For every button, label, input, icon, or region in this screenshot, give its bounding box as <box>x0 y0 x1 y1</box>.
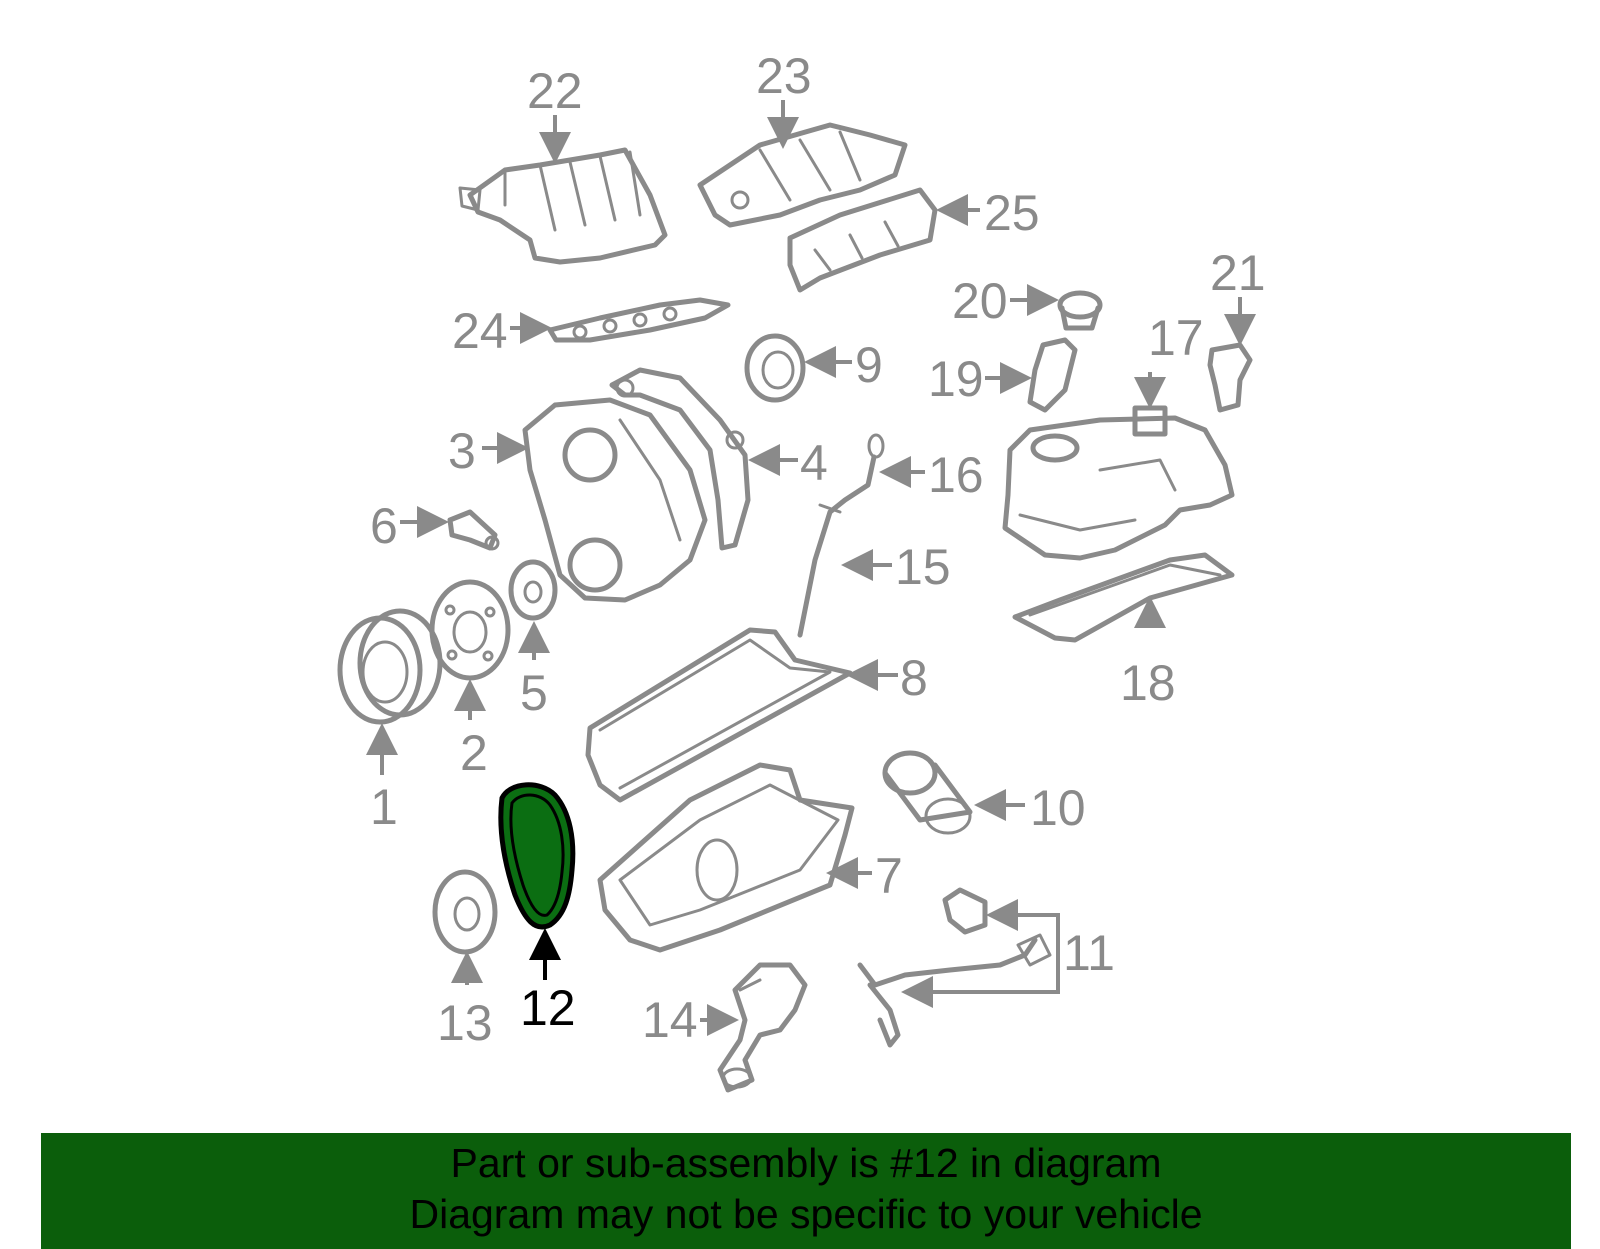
callout-10: 10 <box>1030 780 1086 836</box>
callout-4: 4 <box>800 435 828 491</box>
part-damper[interactable] <box>429 579 511 681</box>
part-upper-cover[interactable] <box>697 122 908 228</box>
part-timing-cover[interactable] <box>522 397 708 603</box>
callout-14: 14 <box>642 992 698 1048</box>
callout-3: 3 <box>448 423 476 479</box>
banner-part-note: Part or sub-assembly is #12 in diagram <box>450 1140 1162 1186</box>
part-front-seal[interactable] <box>744 333 806 403</box>
callout-15: 15 <box>895 539 951 595</box>
part-oil-pan[interactable] <box>597 762 855 953</box>
callout-13: 13 <box>437 995 493 1051</box>
part-valve-cover[interactable] <box>1002 405 1235 561</box>
callout-20: 20 <box>952 273 1008 329</box>
callout-9: 9 <box>855 337 883 393</box>
callout-24: 24 <box>452 303 508 359</box>
part-breather-tube[interactable] <box>1027 337 1078 413</box>
callout-5: 5 <box>520 665 548 721</box>
callout-2: 2 <box>460 725 488 781</box>
callout-22: 22 <box>527 63 583 119</box>
part-oil-pan-gasket[interactable] <box>585 627 853 803</box>
part-intake-gasket[interactable] <box>547 297 731 343</box>
part-valve-cover-gasket[interactable] <box>1012 552 1235 643</box>
callout-11: 11 <box>1063 925 1115 981</box>
banner-vehicle-note: Diagram may not be specific to your vehi… <box>409 1191 1203 1237</box>
part-washer[interactable] <box>508 559 558 621</box>
leader-lines <box>366 100 1256 1036</box>
part-oil-pump-pickup[interactable] <box>717 962 808 1093</box>
part-cover-gasket[interactable] <box>787 187 938 293</box>
callout-1: 1 <box>370 779 398 835</box>
callout-16: 16 <box>928 447 984 503</box>
callout-labels: 22 23 25 24 9 3 4 6 16 15 5 2 1 8 10 7 1… <box>370 48 1266 1051</box>
part-timing-chain-highlighted[interactable] <box>498 782 576 930</box>
callout-6: 6 <box>370 498 398 554</box>
part-sensor-harness[interactable] <box>857 887 1052 1048</box>
part-sensor[interactable] <box>447 509 500 551</box>
part-dipstick[interactable] <box>797 433 885 638</box>
callout-19: 19 <box>928 351 984 407</box>
callout-18: 18 <box>1120 655 1176 711</box>
callout-21: 21 <box>1210 245 1266 301</box>
callout-23: 23 <box>756 48 812 104</box>
callout-7: 7 <box>875 848 903 904</box>
part-timing-cover-gasket[interactable] <box>609 367 751 551</box>
part-cam-sensor[interactable] <box>1207 342 1253 413</box>
diagram-note-banner: Part or sub-assembly is #12 in diagram D… <box>41 1133 1571 1249</box>
callout-17: 17 <box>1148 310 1204 366</box>
part-intake-manifold[interactable] <box>458 147 668 265</box>
callout-25: 25 <box>984 185 1040 241</box>
part-crank-sprocket[interactable] <box>432 869 498 955</box>
callout-8: 8 <box>900 650 928 706</box>
engine-parts-diagram: 22 23 25 24 9 3 4 6 16 15 5 2 1 8 10 7 1… <box>337 48 1266 1093</box>
part-oil-filter[interactable] <box>882 750 973 835</box>
callout-12: 12 <box>520 980 576 1036</box>
part-oil-cap[interactable] <box>1057 290 1103 331</box>
part-crank-pulley[interactable] <box>337 608 443 725</box>
